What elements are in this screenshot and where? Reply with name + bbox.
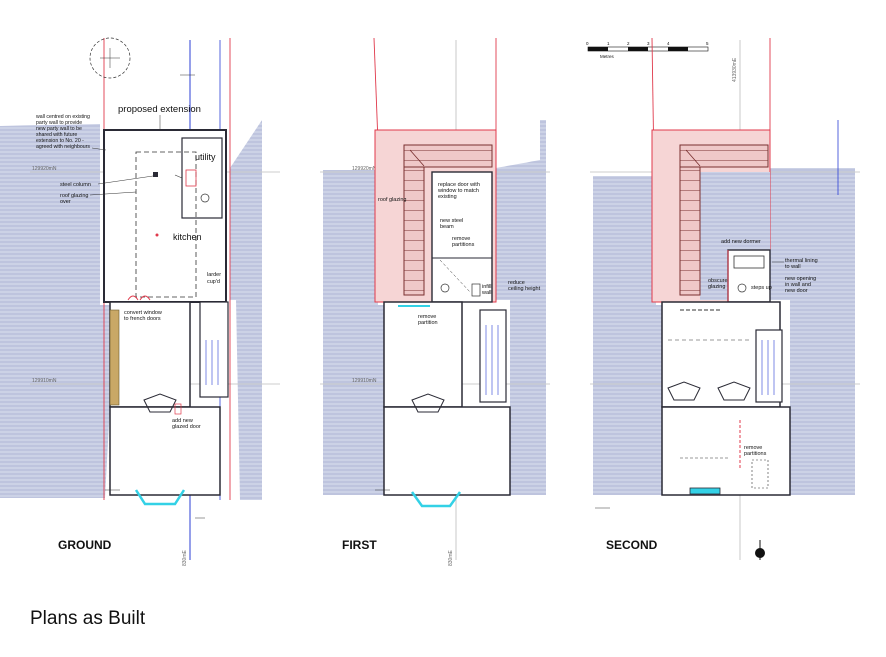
neighbour-left-ground — [0, 124, 110, 498]
first-floor-plan: 129920mN 129910mN 830mE roof glazing rep… — [320, 37, 550, 566]
scale-unit: Metres — [600, 54, 615, 59]
note-add-dormer: add new dormer — [721, 239, 761, 245]
scale-tick-5: 5 — [706, 41, 709, 46]
label-second: SECOND — [606, 538, 658, 552]
label-first: FIRST — [342, 538, 377, 552]
note-first-roof-glazing: roof glazing — [378, 197, 406, 203]
note-replace-door: replace door with window to match existi… — [437, 182, 481, 200]
note-roof-glazing: roof glazing over — [60, 193, 90, 205]
figure-caption: Plans as Built — [30, 608, 146, 629]
note-french-doors: convert window to french doors — [124, 310, 163, 322]
north-arrow-icon — [755, 540, 765, 560]
scale-bar: 0 1 2 3 4 5 Metres — [586, 41, 709, 59]
scale-tick-0: 0 — [586, 41, 589, 46]
ground-grid-top: 129920mN — [32, 166, 57, 172]
first-stair-vertical — [403, 149, 425, 296]
second-stair-horizontal — [679, 144, 769, 168]
scale-tick-3: 3 — [647, 41, 650, 46]
scale-tick-1: 1 — [607, 41, 610, 46]
note-remove-partition: remove partition — [418, 314, 438, 326]
note-utility: utility — [195, 152, 216, 162]
first-bay-window — [410, 491, 462, 508]
note-infill-wall: infill wall — [481, 284, 493, 296]
first-house-rear — [383, 301, 463, 408]
ground-extension — [103, 129, 227, 303]
note-obscure-glazing: obscure glazing — [708, 278, 729, 290]
neighbour-right-second — [770, 168, 855, 495]
note-proposed-extension: proposed extension — [118, 104, 201, 115]
note-reduce-ceiling: reduce ceiling height — [508, 280, 541, 292]
ground-grid-vertical: 830mE — [182, 549, 188, 566]
note-thermal-lining: thermal lining to wall — [785, 258, 819, 270]
label-ground: GROUND — [58, 538, 112, 552]
ground-house-front — [109, 406, 221, 496]
first-stair-horizontal — [403, 144, 493, 168]
neighbour-left-second — [593, 176, 662, 495]
second-floor-plan: 0 1 2 3 4 5 Metres 413930mE — [586, 37, 860, 560]
ground-grid-bottom: 129910mN — [32, 378, 57, 384]
scale-tick-2: 2 — [627, 41, 630, 46]
first-grid-bottom: 129910mN — [352, 378, 377, 384]
scale-tick-4: 4 — [667, 41, 670, 46]
ground-house-rear — [109, 301, 191, 408]
note-new-opening: new opening in wall and new door — [785, 276, 818, 294]
note-steps-up: steps up — [751, 285, 772, 291]
second-dormer-room — [727, 249, 771, 303]
note-larder: larder cup'd — [207, 272, 223, 285]
neighbour-left-first — [323, 170, 384, 495]
tree-symbol — [89, 37, 131, 79]
neighbour-right-ground — [230, 120, 262, 500]
ground-bay-window — [134, 489, 186, 506]
note-steel-column: steel column — [60, 182, 91, 188]
ground-timber-wall — [109, 309, 120, 406]
note-second-remove-partitions: remove partitions — [744, 445, 767, 457]
second-grid-vertical: 413930mE — [732, 57, 738, 82]
first-grid-vertical: 830mE — [448, 549, 454, 566]
note-kitchen: kitchen — [173, 232, 202, 242]
note-steel-beam: new steel beam — [440, 218, 465, 230]
second-house-front — [661, 406, 791, 496]
note-glazed-door: add new glazed door — [172, 418, 201, 430]
first-house-front — [383, 406, 511, 496]
note-party-wall: wall centred on existing party wall to p… — [36, 114, 91, 150]
first-grid-top: 129920mN — [352, 166, 377, 172]
note-first-remove-partitions: remove partitions — [452, 236, 475, 248]
ground-floor-plan: 129920mN 129910mN 830mE — [0, 37, 280, 566]
neighbour-right-first — [496, 120, 546, 495]
second-stair-vertical — [679, 149, 701, 296]
